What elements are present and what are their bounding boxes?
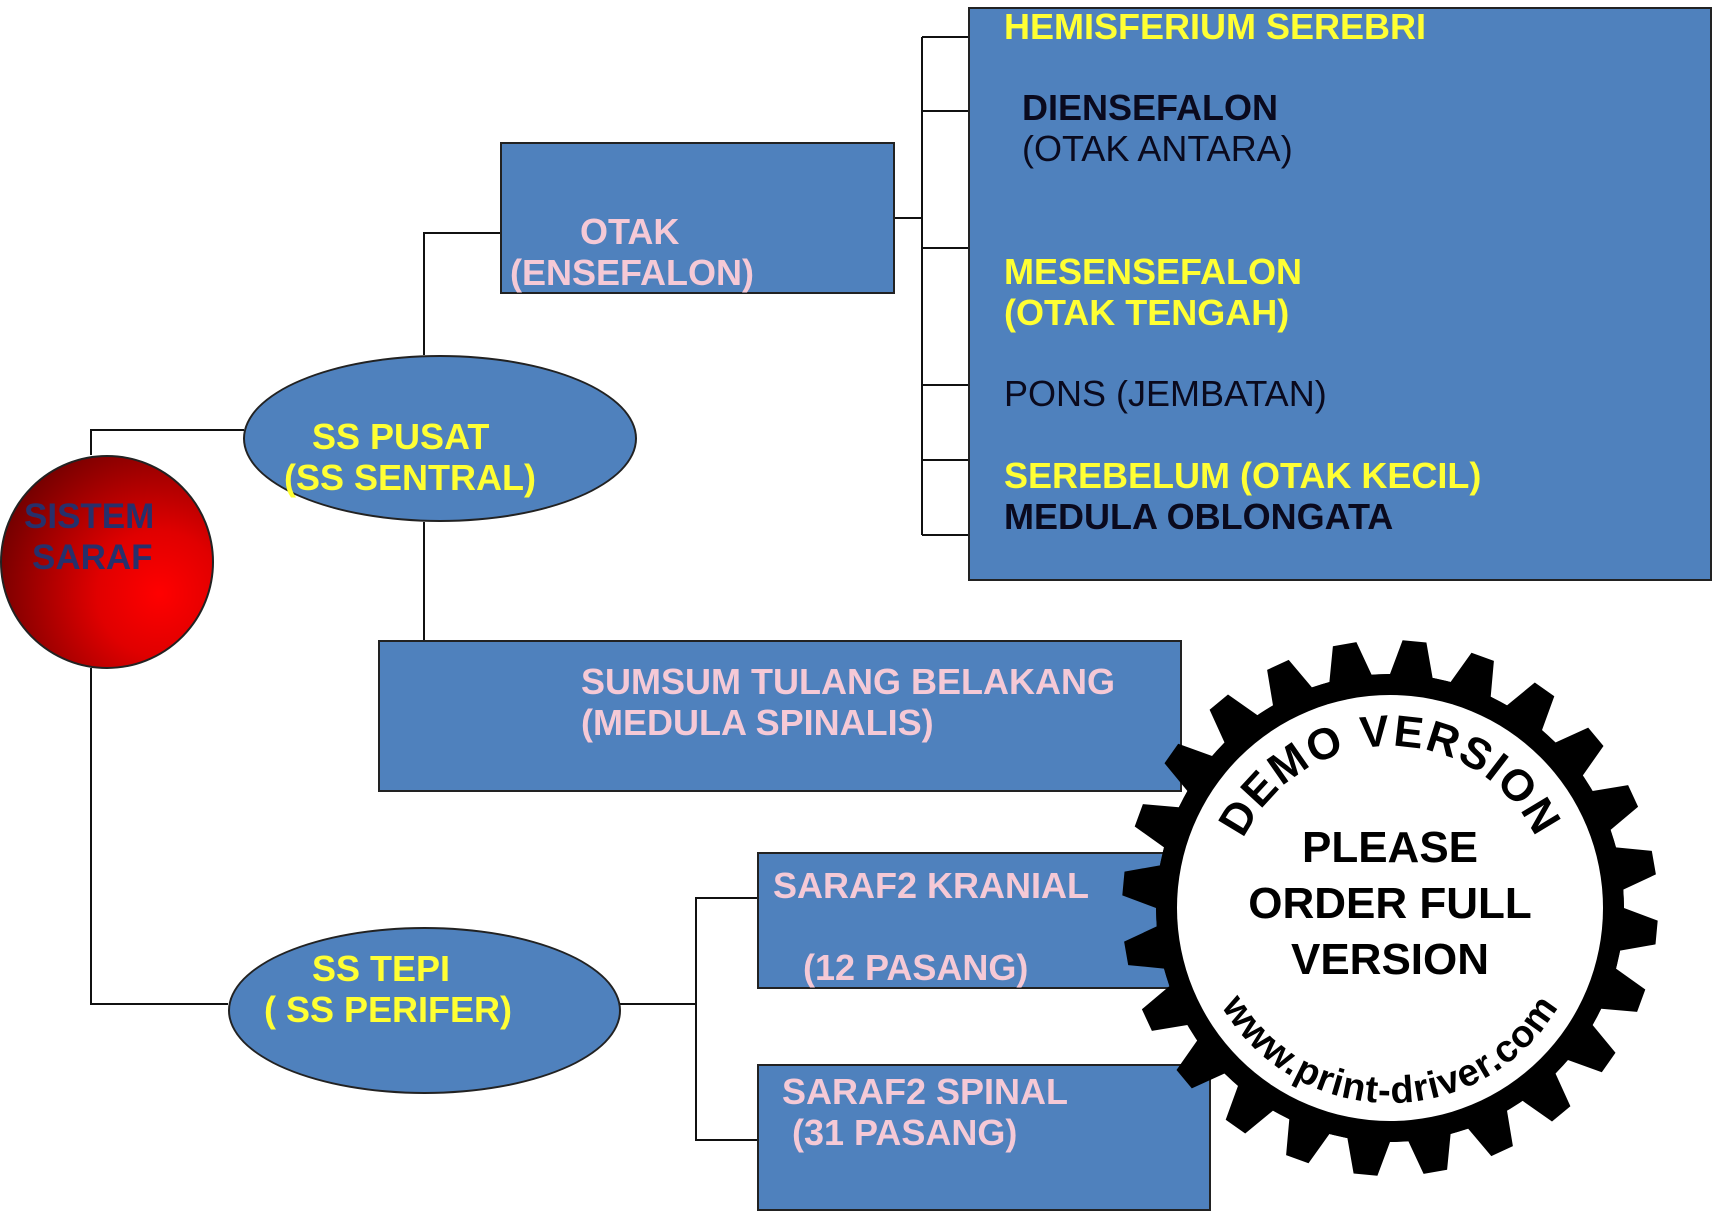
stamp-line1: PLEASE <box>1302 823 1478 872</box>
mesensefalon-sub-label: (OTAK TENGAH) <box>1004 292 1290 333</box>
stamp-line3: VERSION <box>1291 935 1489 984</box>
connector-root-pusat <box>90 429 244 455</box>
spinal-sub-label: (31 PASANG) <box>792 1112 1018 1153</box>
ss-tepi-ellipse <box>228 927 621 1094</box>
saraf-label: SARAF <box>32 538 153 577</box>
otak-sub-label: (ENSEFALON) <box>510 252 755 293</box>
ss-pusat-sub-label: (SS SENTRAL) <box>284 457 536 498</box>
stamp-line2: ORDER FULL <box>1248 879 1532 928</box>
connector-tepi-children <box>695 897 757 1141</box>
mesensefalon-label: MESENSEFALON <box>1004 251 1303 292</box>
diensefalon-label: DIENSEFALON <box>1022 87 1279 128</box>
ss-pusat-label: SS PUSAT <box>312 416 490 457</box>
sistem-saraf-circle <box>0 455 214 669</box>
brain-parts-box <box>968 7 1712 581</box>
ss-pusat-ellipse <box>243 355 637 522</box>
demo-version-stamp: DEMO VERSION PLEASE ORDER FULL VERSION w… <box>1122 640 1658 1176</box>
kranial-sub-label: (12 PASANG) <box>803 947 1029 988</box>
serebelum-label: SEREBELUM (OTAK KECIL) <box>1004 455 1482 496</box>
ss-tepi-sub-label: ( SS PERIFER) <box>264 989 513 1030</box>
sumsum-box <box>378 640 1182 792</box>
sumsum-label: SUMSUM TULANG BELAKANG <box>581 661 1115 702</box>
hemisferium-label: HEMISFERIUM SEREBRI <box>1004 6 1427 47</box>
diensefalon-sub-label: (OTAK ANTARA) <box>1022 128 1293 169</box>
spinal-box <box>757 1064 1211 1211</box>
otak-box <box>500 142 895 294</box>
pons-label: PONS (JEMBATAN) <box>1004 373 1327 414</box>
connector-root-tepi <box>90 668 228 1005</box>
connector-pusat-otak <box>423 232 500 355</box>
sumsum-sub-label: (MEDULA SPINALIS) <box>581 702 934 743</box>
ss-tepi-label: SS TEPI <box>312 948 451 989</box>
otak-label: OTAK <box>580 211 680 252</box>
spinal-label: SARAF2 SPINAL <box>782 1071 1069 1112</box>
sistem-label: SISTEM <box>24 497 155 536</box>
medula-oblongata-label: MEDULA OBLONGATA <box>1004 496 1394 537</box>
kranial-label: SARAF2 KRANIAL <box>773 865 1090 906</box>
